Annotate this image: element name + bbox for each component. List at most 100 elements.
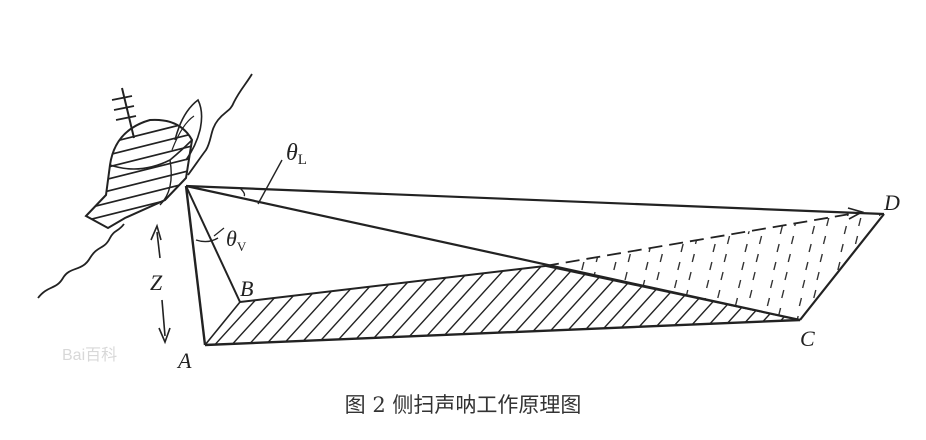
- dash-stroke: [589, 289, 593, 299]
- dash-stroke: [769, 279, 774, 289]
- dash-stroke: [621, 289, 625, 299]
- dash-stroke: [862, 297, 867, 307]
- dash-stroke: [858, 217, 862, 227]
- dash-stroke: [630, 235, 635, 245]
- dash-stroke: [555, 225, 560, 235]
- dash-stroke: [697, 334, 699, 342]
- hatch-stroke: [778, 266, 800, 345]
- watermark-logo: Bai百科: [62, 346, 117, 364]
- dash-stroke: [726, 235, 731, 245]
- dash-stroke: [891, 218, 893, 226]
- dash-stroke: [627, 253, 631, 263]
- dash-stroke: [888, 236, 890, 244]
- dash-stroke: [779, 225, 784, 235]
- dash-stroke: [798, 200, 800, 208]
- dash-stroke: [584, 243, 588, 253]
- dash-stroke: [845, 289, 849, 299]
- dash-stroke: [616, 243, 620, 253]
- dash-stroke: [662, 235, 667, 245]
- dash-stroke: [871, 326, 873, 334]
- hatch-stroke: [285, 266, 387, 345]
- dash-stroke: [822, 235, 827, 245]
- dash-stroke: [880, 271, 884, 281]
- dash-stroke: [747, 225, 752, 235]
- dash-stroke: [773, 261, 777, 271]
- dash-stroke: [826, 217, 830, 227]
- dash-stroke: [781, 289, 785, 299]
- dash-stroke: [571, 315, 575, 320]
- dash-stroke: [830, 200, 832, 208]
- dash-stroke: [875, 225, 880, 235]
- dash-stroke: [581, 261, 585, 271]
- dash-stroke: [545, 279, 550, 289]
- line-o-a: [184, 185, 207, 346]
- dash-stroke: [622, 212, 627, 217]
- dash-stroke: [766, 200, 768, 208]
- label-d: D: [883, 190, 900, 215]
- dash-stroke: [734, 200, 736, 208]
- dash-stroke: [790, 235, 795, 245]
- dash-stroke: [705, 279, 710, 289]
- line-o-b: [185, 185, 241, 303]
- dash-stroke: [566, 235, 571, 245]
- dash-stroke: [553, 307, 558, 317]
- dash-stroke: [755, 253, 759, 263]
- dash-stroke: [809, 307, 814, 317]
- dash-stroke: [784, 271, 788, 281]
- dash-stroke: [633, 334, 635, 342]
- dash-stroke: [665, 334, 667, 342]
- dash-stroke: [723, 253, 727, 263]
- line-b-d-dashed: [544, 211, 863, 267]
- dash-stroke: [557, 289, 561, 299]
- dash-stroke: [816, 271, 820, 281]
- hatch-stroke: [336, 266, 438, 345]
- line-a-c: [204, 318, 801, 347]
- dash-stroke: [837, 261, 841, 271]
- ship-icon: [84, 87, 203, 230]
- label-c: C: [800, 326, 815, 351]
- dash-stroke: [734, 297, 739, 307]
- angle-arc-theta-v: [195, 237, 219, 243]
- dash-stroke: [825, 334, 827, 342]
- dash-stroke: [558, 212, 563, 217]
- dash-stroke: [729, 334, 731, 342]
- dash-stroke: [805, 261, 809, 271]
- dash-stroke: [718, 212, 723, 217]
- dash-stroke: [813, 289, 817, 299]
- hatch-stroke: [387, 266, 489, 345]
- hatch-stroke: [830, 250, 926, 360]
- dash-stroke: [673, 279, 678, 289]
- dash-stroke: [730, 217, 734, 227]
- dash-stroke: [563, 253, 567, 263]
- dash-stroke: [758, 235, 763, 245]
- dash-stroke: [560, 271, 564, 281]
- dash-stroke: [737, 279, 742, 289]
- dash-stroke: [833, 279, 838, 289]
- dash-stroke: [688, 271, 692, 281]
- dash-stroke: [869, 261, 873, 271]
- dash-stroke: [670, 200, 672, 208]
- dash-stroke: [698, 217, 702, 227]
- dash-stroke: [798, 297, 803, 307]
- hatch-stroke: [404, 266, 506, 345]
- sea-surface-line: [37, 73, 253, 299]
- hatch-stroke: [421, 266, 523, 345]
- hatch-stroke: [608, 266, 710, 345]
- label-b: B: [240, 276, 253, 301]
- dash-stroke: [795, 315, 799, 320]
- dash-stroke: [854, 235, 859, 245]
- line-a-b: [204, 301, 241, 346]
- dash-stroke: [656, 271, 660, 281]
- hatch-stroke: [557, 266, 659, 345]
- dash-stroke: [651, 225, 656, 235]
- dash-stroke: [677, 261, 681, 271]
- dash-stroke: [699, 315, 703, 320]
- hatch-stroke: [302, 266, 404, 345]
- dash-stroke: [638, 297, 643, 307]
- angle-arc-theta-l: [239, 187, 246, 197]
- line-o-d: [185, 184, 885, 216]
- dash-stroke: [873, 307, 878, 317]
- dash-stroke: [839, 326, 841, 334]
- hatch-stroke: [268, 266, 370, 345]
